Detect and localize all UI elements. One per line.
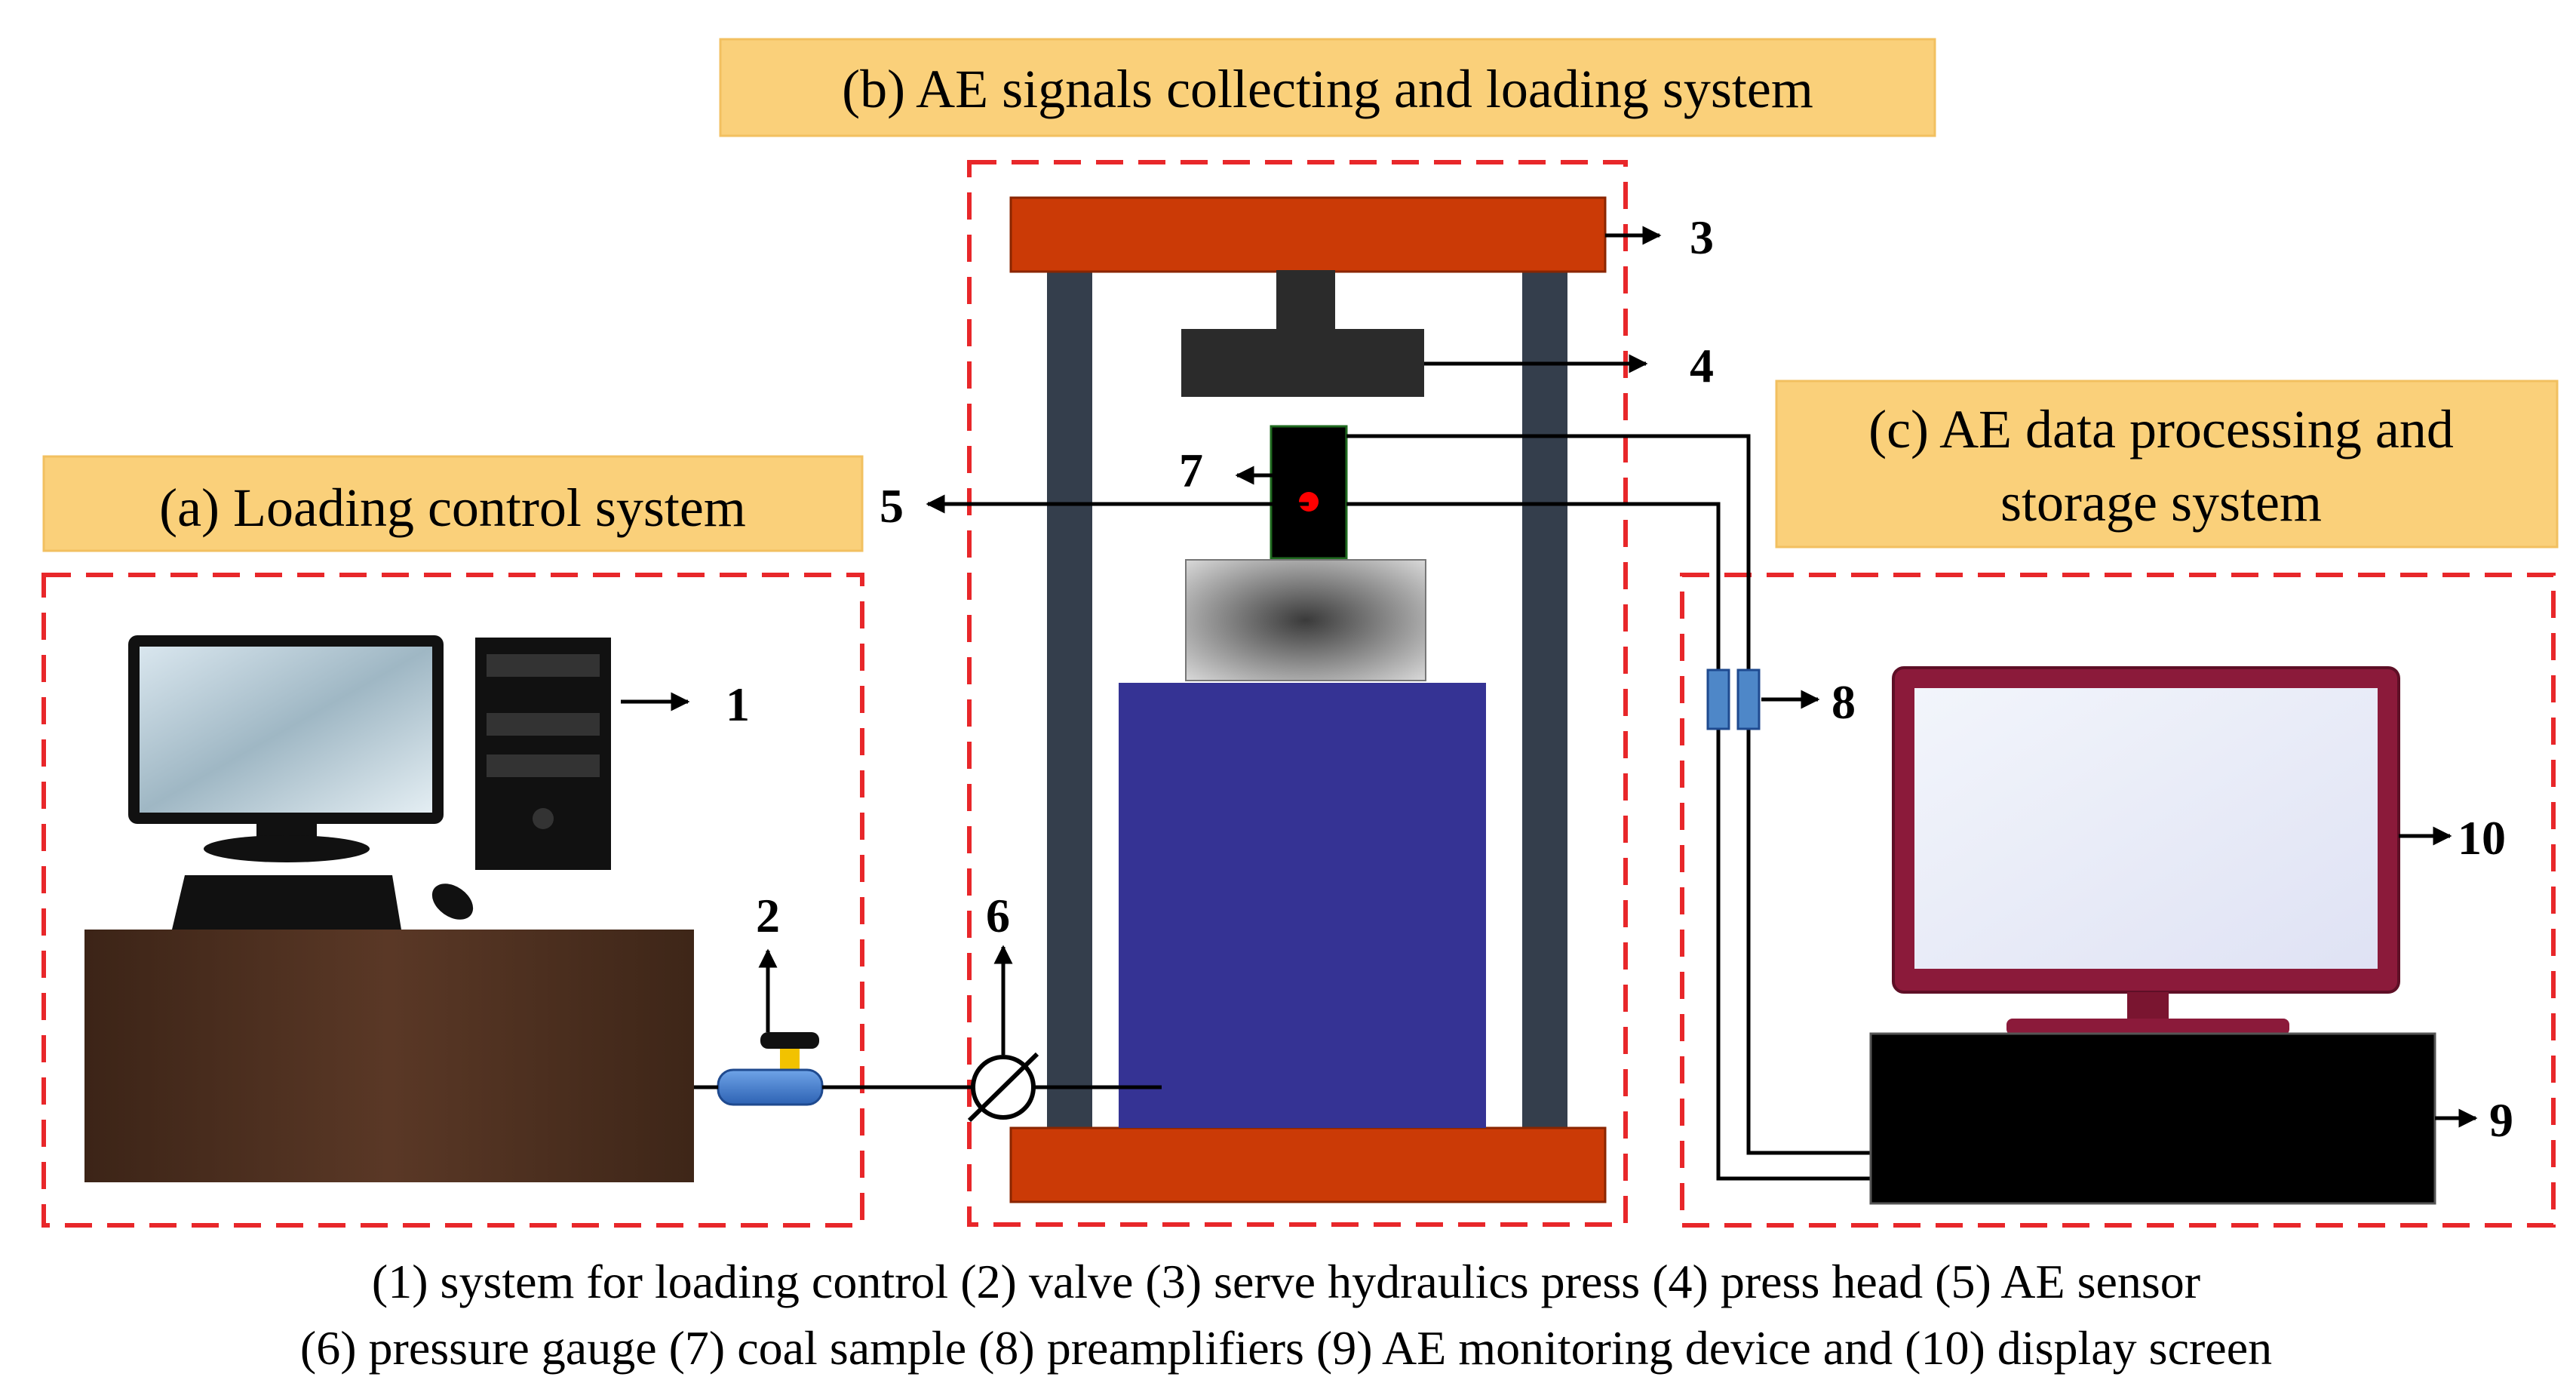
callout-10: 10 bbox=[2458, 811, 2506, 865]
callout-1: 1 bbox=[726, 678, 750, 731]
desk bbox=[84, 930, 694, 1182]
section-c-title: (c) AE data processing and storage syste… bbox=[1775, 380, 2559, 549]
callout-5: 5 bbox=[880, 479, 904, 533]
preamplifiers bbox=[1706, 668, 1761, 730]
keyboard bbox=[172, 875, 401, 930]
loading-block bbox=[1119, 683, 1486, 1128]
svg-text:storage system: storage system bbox=[2000, 472, 2322, 533]
ae-sensor-dot bbox=[1299, 492, 1319, 512]
callout-6: 6 bbox=[986, 889, 1010, 942]
press-top-plate bbox=[1009, 196, 1607, 273]
callout-4: 4 bbox=[1690, 339, 1714, 392]
valve bbox=[717, 1032, 824, 1106]
svg-text:(c) AE data processing and: (c) AE data processing and bbox=[1868, 399, 2454, 459]
display-screen bbox=[1892, 666, 2400, 1035]
load-pedestal bbox=[1185, 559, 1426, 681]
ae-monitoring-device bbox=[1869, 1032, 2436, 1205]
callout-8: 8 bbox=[1831, 675, 1856, 729]
svg-text:(a) Loading control system: (a) Loading control system bbox=[159, 478, 746, 538]
callout-3: 3 bbox=[1690, 211, 1714, 264]
computer-tower bbox=[475, 638, 611, 870]
legend-line-2: (6) pressure gauge (7) coal sample (8) p… bbox=[300, 1321, 2272, 1375]
signal-cable-lower bbox=[1346, 502, 1871, 1181]
pressure-gauge bbox=[967, 1052, 1039, 1123]
section-b-title: (b) AE signals collecting and loading sy… bbox=[719, 38, 1936, 137]
callout-2: 2 bbox=[756, 889, 780, 942]
section-a-border bbox=[41, 573, 864, 1228]
svg-text:(b) AE signals collecting and: (b) AE signals collecting and loading sy… bbox=[842, 59, 1813, 119]
press-column-right bbox=[1522, 272, 1567, 1128]
signal-cable-upper bbox=[1346, 434, 1871, 1155]
section-b-border bbox=[967, 160, 1628, 1227]
legend-line-1: (1) system for loading control (2) valve… bbox=[372, 1255, 2200, 1308]
press-head bbox=[1181, 270, 1424, 397]
section-c-border bbox=[1680, 573, 2556, 1228]
section-a-title: (a) Loading control system bbox=[42, 455, 864, 552]
press-column-left bbox=[1047, 272, 1092, 1128]
callout-9: 9 bbox=[2489, 1093, 2513, 1147]
callout-7: 7 bbox=[1179, 444, 1203, 497]
press-bottom-plate bbox=[1009, 1126, 1607, 1203]
mouse bbox=[431, 884, 474, 920]
computer-monitor bbox=[128, 635, 444, 862]
